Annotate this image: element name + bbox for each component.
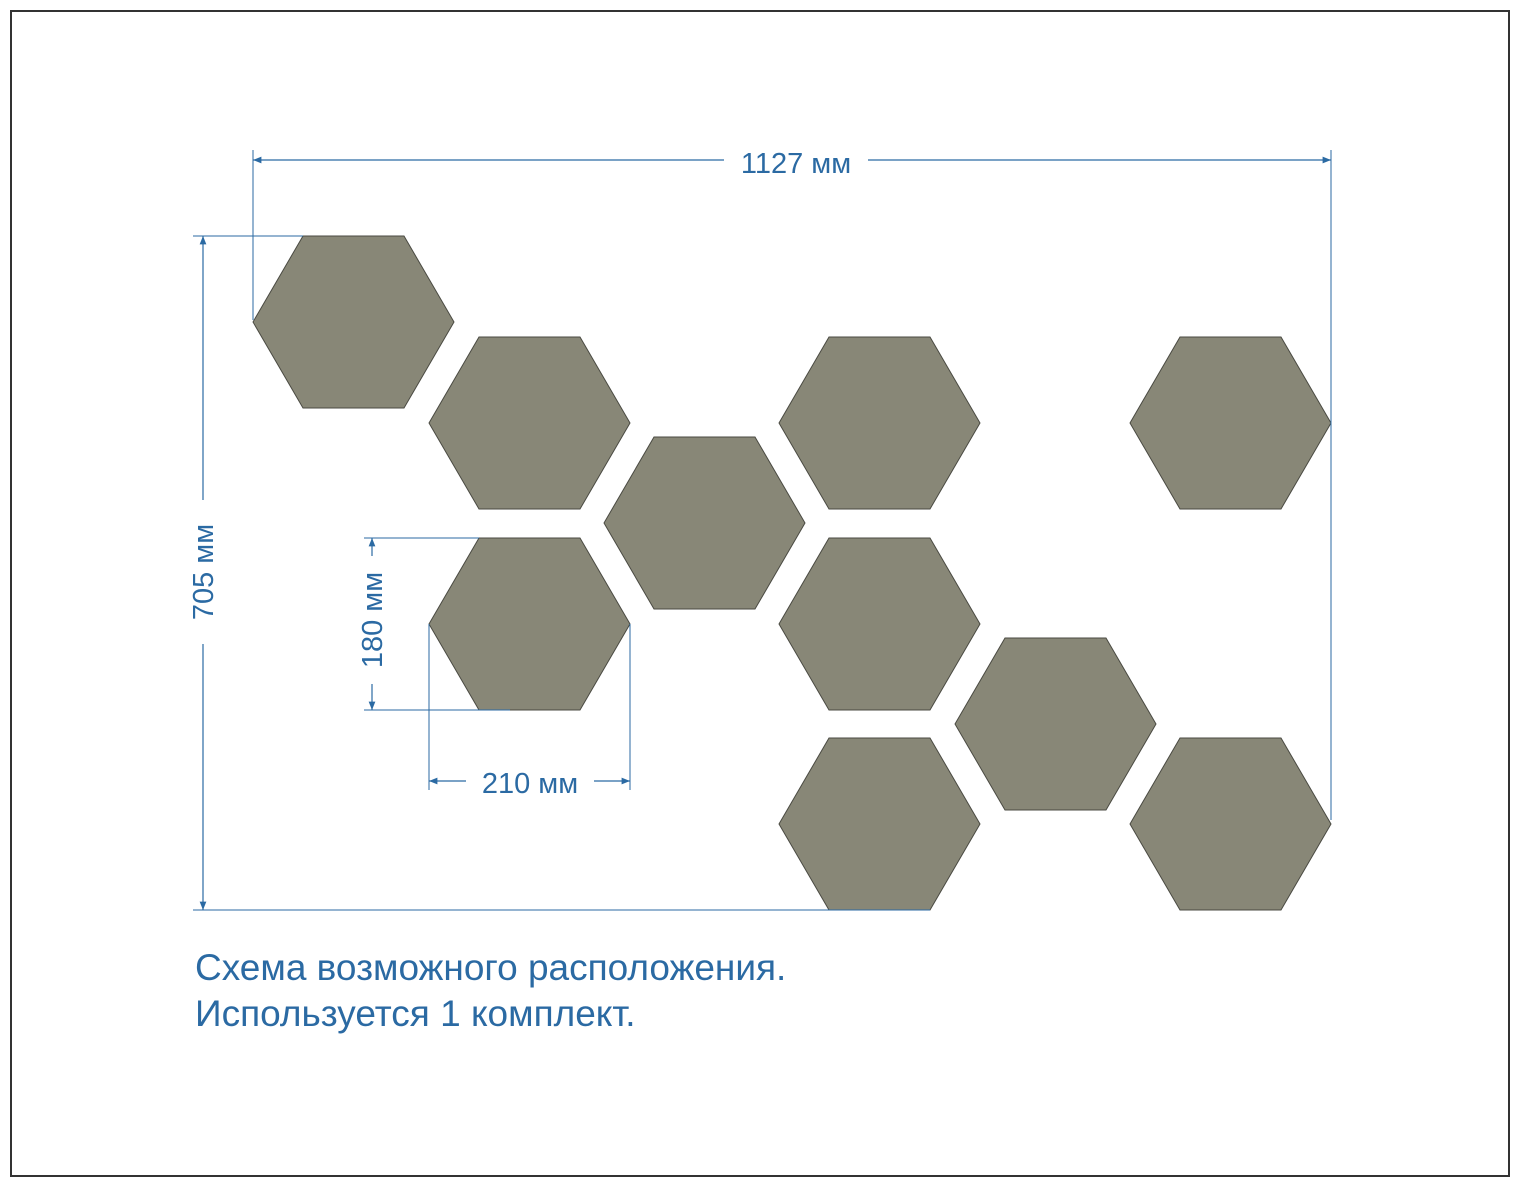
tile-width-label: 210 мм <box>482 768 578 800</box>
hexagon-tile <box>778 537 981 711</box>
hexagon-tile <box>252 235 455 409</box>
hexagon-tile <box>428 537 631 711</box>
total-width-label: 1127 мм <box>741 148 851 180</box>
hexagon-tile <box>1129 336 1332 510</box>
hexagon-tile <box>428 336 631 510</box>
caption-line-2: Используется 1 комплект. <box>195 993 636 1034</box>
total-height-dimension: 705 мм <box>188 235 930 911</box>
total-height-label: 705 мм <box>188 524 220 620</box>
tile-width-dimension: 210 мм <box>428 624 631 800</box>
tile-height-dimension: 180 мм <box>357 537 510 711</box>
hexagon-tile <box>1129 737 1332 911</box>
caption-line-1: Схема возможного расположения. <box>195 947 786 988</box>
hexagon-tile <box>778 336 981 510</box>
drawing-frame <box>10 10 1510 1177</box>
hexagon-tiles <box>252 235 1332 911</box>
total-width-dimension: 1127 мм <box>252 148 1332 820</box>
hexagon-tile <box>778 737 981 911</box>
tile-height-label: 180 мм <box>357 572 389 668</box>
hexagon-tile <box>603 436 806 610</box>
hexagon-tile <box>954 637 1157 811</box>
